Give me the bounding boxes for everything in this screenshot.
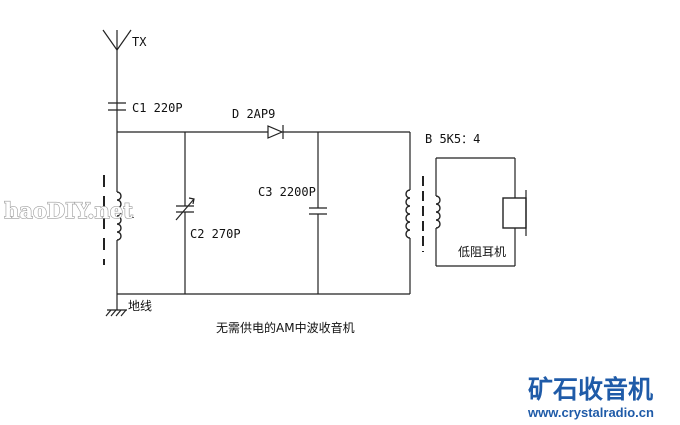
inductor-l-symbol bbox=[103, 132, 122, 294]
brand-url: www.crystalradio.cn bbox=[527, 405, 654, 420]
transformer-primary-coil bbox=[405, 132, 411, 294]
antenna-label: TX bbox=[132, 35, 147, 49]
inductor-l-label: L bbox=[127, 207, 134, 221]
ground-label: 地线 bbox=[128, 299, 152, 313]
ground-symbol bbox=[105, 294, 127, 317]
capacitor-c3-symbol bbox=[309, 132, 327, 294]
earphone-label: 低阻耳机 bbox=[458, 245, 506, 259]
brand-logo-name: 矿石收音机 bbox=[528, 375, 653, 404]
capacitor-c1-symbol bbox=[108, 102, 126, 132]
earphone-symbol bbox=[502, 190, 527, 236]
capacitor-c1-label: C1 220P bbox=[132, 101, 183, 115]
diode-label: D 2AP9 bbox=[232, 107, 275, 121]
watermark-logo: haoDIY.net bbox=[4, 198, 133, 223]
capacitor-c2-variable-symbol bbox=[175, 132, 195, 294]
diode-symbol bbox=[267, 125, 284, 139]
transformer-label: B 5K5：4 bbox=[425, 132, 480, 146]
capacitor-c2-label: C2 270P bbox=[190, 227, 241, 241]
transformer-secondary-coil bbox=[435, 157, 516, 267]
diagram-caption: 无需供电的AM中波收音机 bbox=[216, 320, 355, 335]
antenna-symbol bbox=[102, 29, 132, 110]
capacitor-c3-label: C3 2200P bbox=[258, 185, 316, 199]
